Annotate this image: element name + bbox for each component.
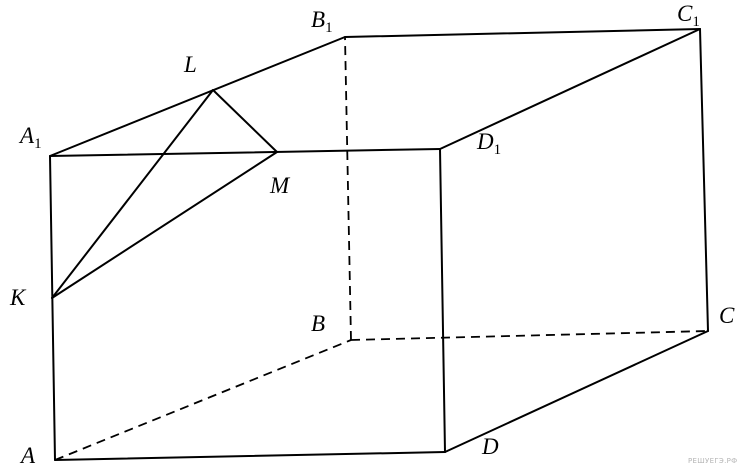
- edge-C-C1: [699, 28, 709, 332]
- label-D: D: [481, 434, 499, 459]
- edge-A1-D1: [49, 148, 441, 157]
- label-K: K: [9, 285, 27, 310]
- edge-B1-C1: [344, 28, 701, 38]
- label-D1: D1: [476, 129, 501, 158]
- edge-A-B: [54, 339, 352, 461]
- edge-B-B1: [344, 36, 352, 341]
- label-L: L: [183, 52, 197, 77]
- edge-D-D1: [439, 148, 446, 453]
- watermark: РЕШУЕГЭ.РФ: [688, 457, 737, 465]
- label-A: A: [19, 443, 36, 468]
- label-B: B: [311, 311, 325, 336]
- edge-A-D: [54, 451, 446, 461]
- edge-K-M: [51, 151, 278, 299]
- edge-B-C: [350, 330, 709, 341]
- edge-K-L: [51, 89, 214, 299]
- label-A1: A1: [18, 123, 42, 152]
- label-C1: C1: [677, 1, 700, 30]
- edge-D1-C1: [439, 28, 701, 150]
- edge-L-M: [212, 89, 278, 153]
- label-C: C: [719, 303, 735, 328]
- edge-A-A1: [49, 155, 56, 461]
- edge-D-C: [444, 330, 709, 453]
- label-B1: B1: [311, 7, 333, 36]
- edge-A1-B1: [49, 36, 346, 157]
- label-M: M: [269, 173, 291, 198]
